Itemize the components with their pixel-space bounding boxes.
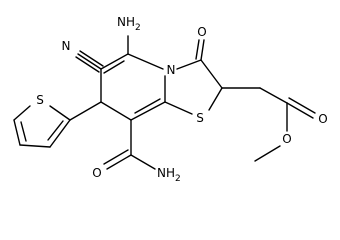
bond-nitrile-b: [75, 56, 100, 73]
bond-c8-c8a: [130, 101, 166, 121]
molecule-canvas: NH2 O N N S S O O O NH2: [13, 15, 328, 184]
bond-c3-o: [200, 39, 205, 61]
label-amide-nitrogen: NH2: [157, 166, 181, 184]
bond-c7-thienyl: [69, 101, 102, 121]
label-thiazole-sulfur: S: [196, 111, 204, 125]
bond-amide-double: [106, 154, 132, 170]
bond-ester-double: [286, 102, 314, 119]
bond-nitrile-c: [79, 50, 104, 67]
label-nitrile-nitrogen: N: [62, 39, 71, 53]
bond-c3-c2: [200, 59, 223, 89]
label-amide-oxygen: O: [92, 166, 101, 180]
bond-th-c4-c3: [19, 144, 51, 148]
bond-methyl: [254, 145, 281, 162]
bond-nitrile: [77, 53, 102, 70]
label-ester-oxygen-double: O: [318, 112, 327, 126]
bond-c7-c8: [100, 101, 132, 121]
bond-c8-c8a-inner: [134, 98, 161, 114]
bond-th-c3-c2-inner: [47, 120, 64, 141]
bond-th-c3-c2: [49, 119, 71, 148]
label-carbonyl-oxygen: O: [197, 25, 206, 39]
bond-c5-n4: [127, 53, 164, 70]
bond-c3-o-b: [195, 39, 200, 60]
bond-amide-n: [130, 154, 156, 170]
label-thiophene-sulfur: S: [36, 93, 44, 107]
bond-th-c2-s: [49, 105, 71, 121]
label-ester-oxygen-single: O: [282, 132, 291, 146]
bond-c5-c6: [100, 53, 129, 70]
label-ring-nitrogen: N: [167, 63, 176, 77]
bond-c5-c6-inner: [103, 60, 125, 74]
bond-s1-c8a: [164, 101, 193, 115]
label-amino: NH2: [117, 15, 141, 33]
bond-th-s-c5: [13, 105, 31, 121]
bond-ch2-ester: [259, 87, 288, 104]
molecule-structure: NH2 O N N S S O O O NH2: [13, 15, 328, 184]
bond-amide-double-b: [103, 149, 129, 165]
bond-th-c5-c4-inner: [20, 121, 27, 142]
bond-ester-double-b: [288, 97, 316, 114]
bond-c2-s1: [208, 87, 223, 111]
bond-n4-c3: [176, 59, 202, 70]
bond-th-c5-c4: [13, 119, 21, 146]
